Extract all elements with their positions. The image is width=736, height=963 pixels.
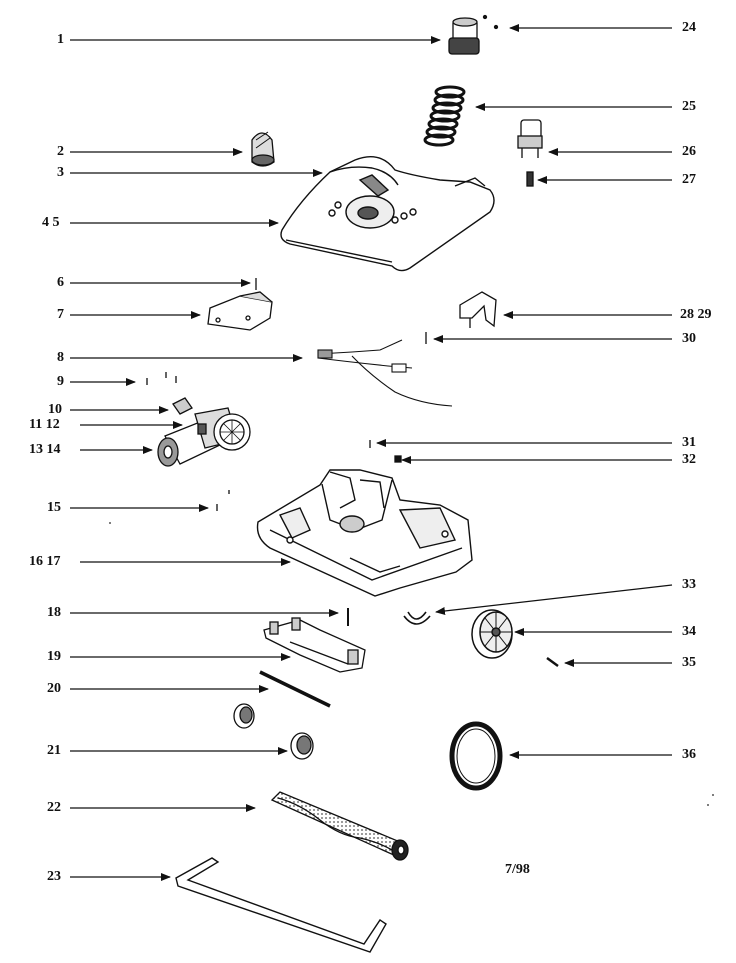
label-part-25: 25 (682, 99, 696, 114)
part-4-hood-drawing (280, 156, 495, 272)
label-part-35: 35 (682, 655, 696, 670)
label-part-8: 8 (57, 350, 64, 365)
label-part-9: 9 (57, 374, 64, 389)
label-part-18: 18 (47, 605, 61, 620)
label-part-31: 31 (682, 435, 696, 450)
part-2-knob-drawing (251, 131, 275, 167)
label-part-1: 1 (57, 32, 64, 47)
part-21-wheels-drawing (233, 703, 314, 760)
label-part-2: 2 (57, 144, 64, 159)
label-part-6: 6 (57, 275, 64, 290)
label-part-22: 22 (47, 800, 61, 815)
label-part-21: 21 (47, 743, 61, 758)
label-part-4-5: 4 5 (42, 215, 60, 230)
label-part-16-17: 16 17 (29, 554, 61, 569)
label-part-32: 32 (682, 452, 696, 467)
leader-arrows-right (376, 24, 673, 759)
label-part-10: 10 (48, 402, 62, 417)
leader-arrows-left (70, 36, 441, 881)
part-33-clip-drawing (403, 611, 431, 625)
label-part-23: 23 (47, 869, 61, 884)
part-23-bumper-drawing (175, 857, 387, 953)
part-1-cap-drawing (448, 14, 499, 55)
label-part-11-12: 11 12 (29, 417, 60, 432)
part-34-wheel-drawing (471, 609, 513, 659)
part-35-pin-drawing (546, 657, 559, 667)
label-part-3: 3 (57, 165, 64, 180)
part-26-switch-drawing (517, 119, 543, 187)
part-28-bracket-drawing (459, 291, 497, 328)
date-code: 7/98 (505, 862, 530, 877)
label-part-27: 27 (682, 172, 696, 187)
label-part-20: 20 (47, 681, 61, 696)
label-part-19: 19 (47, 649, 61, 664)
label-part-34: 34 (682, 624, 696, 639)
part-25-spring-drawing (423, 85, 466, 147)
label-part-28-29: 28 29 (680, 307, 712, 322)
part-36-belt-drawing (449, 721, 503, 791)
part-20-rod-drawing (259, 670, 331, 708)
small-screws-drawing (146, 278, 427, 511)
part-19-plate-drawing (263, 617, 366, 673)
part-11-motor-drawing (157, 397, 251, 467)
label-part-15: 15 (47, 500, 61, 515)
label-part-36: 36 (682, 747, 696, 762)
label-part-13-14: 13 14 (29, 442, 61, 457)
label-part-26: 26 (682, 144, 696, 159)
label-part-33: 33 (682, 577, 696, 592)
part-16-base-drawing (256, 469, 473, 597)
label-part-7: 7 (57, 307, 64, 322)
part-22-brushroll-drawing (270, 791, 409, 861)
label-part-30: 30 (682, 331, 696, 346)
label-part-24: 24 (682, 20, 696, 35)
part-8-wiring-drawing (317, 339, 453, 407)
part-7-bracket-drawing (207, 291, 273, 331)
scan-specks (109, 522, 714, 806)
